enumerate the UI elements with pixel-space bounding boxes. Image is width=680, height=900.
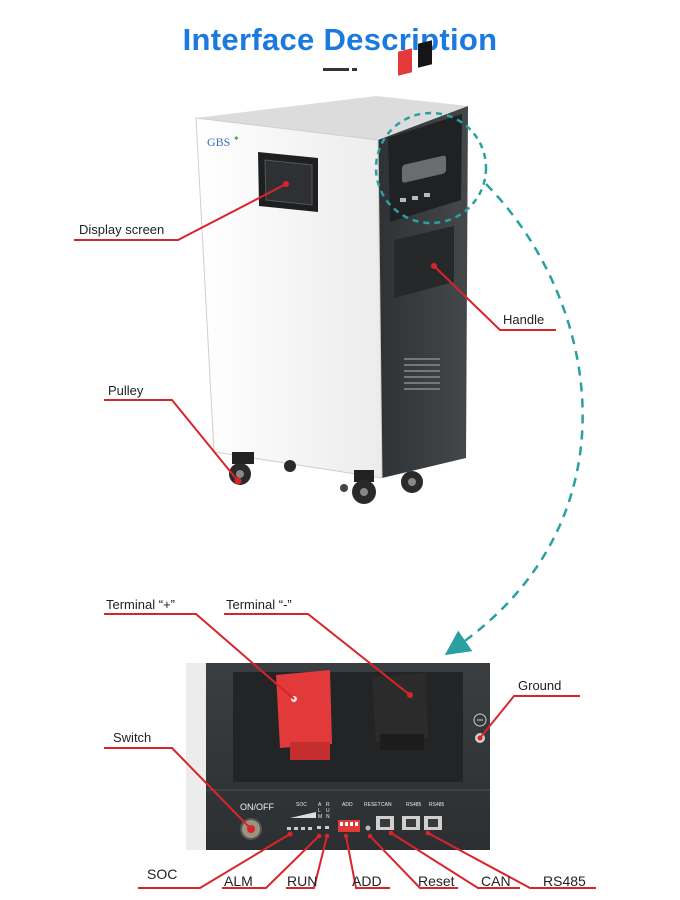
callout-lines xyxy=(74,183,596,889)
terminal-plus xyxy=(276,670,332,760)
callout-rs485: RS485 xyxy=(543,873,586,889)
title-underline xyxy=(323,68,357,71)
pulley-wheels xyxy=(229,452,423,504)
reset-button xyxy=(365,825,371,831)
callout-pulley: Pulley xyxy=(108,383,144,398)
svg-text:A: A xyxy=(318,802,322,808)
svg-text:RS485: RS485 xyxy=(429,802,445,808)
zoom-arrow xyxy=(444,183,584,656)
callout-add: ADD xyxy=(352,873,382,889)
svg-text:M: M xyxy=(318,814,322,820)
vent-grille xyxy=(404,358,440,390)
svg-text:SOC: SOC xyxy=(296,802,307,808)
interface-panel: ON/OFF SOC A L M R U N xyxy=(186,663,490,850)
callout-alm: ALM xyxy=(224,873,253,889)
callout-reset: Reset xyxy=(418,873,455,889)
cabinet-top xyxy=(196,96,468,140)
comm-ports: RESET CAN RS485 RS485 xyxy=(364,802,445,839)
svg-text:N: N xyxy=(326,814,330,820)
callout-soc: SOC xyxy=(147,866,177,882)
svg-text:RS485: RS485 xyxy=(406,802,422,808)
svg-text:R: R xyxy=(326,802,330,808)
run-led xyxy=(325,826,329,829)
callout-can: CAN xyxy=(481,873,511,889)
callout-run: RUN xyxy=(287,873,317,889)
add-dip-switch: ADD xyxy=(338,802,360,839)
svg-text:CAN: CAN xyxy=(381,802,392,808)
callout-terminal-plus: Terminal “+” xyxy=(106,597,175,612)
svg-text:ON/OFF: ON/OFF xyxy=(240,802,274,812)
callout-terminal-minus: Terminal “-” xyxy=(226,597,292,612)
callout-handle: Handle xyxy=(503,312,544,327)
cabinet-handle xyxy=(394,155,454,298)
callout-switch: Switch xyxy=(113,730,151,745)
brand-logo: GBS xyxy=(207,135,230,149)
display-screen xyxy=(258,152,318,212)
svg-text:U: U xyxy=(326,808,330,814)
alm-led xyxy=(317,826,321,829)
callout-ground: Ground xyxy=(518,678,561,693)
callout-display-screen: Display screen xyxy=(79,222,164,237)
page-title: Interface Description xyxy=(0,22,680,58)
terminal-recess xyxy=(233,672,463,782)
zoom-circle xyxy=(374,111,488,225)
svg-text:ADD: ADD xyxy=(342,802,353,808)
terminal-minus xyxy=(372,673,428,750)
title-word-interface: Interface xyxy=(182,22,315,57)
svg-text:RESET: RESET xyxy=(364,802,381,808)
svg-text:L: L xyxy=(318,808,321,814)
cabinet-front xyxy=(195,117,383,479)
battery-cabinet: GBS ✦ xyxy=(195,40,468,504)
brand-leaf-icon: ✦ xyxy=(233,134,240,143)
